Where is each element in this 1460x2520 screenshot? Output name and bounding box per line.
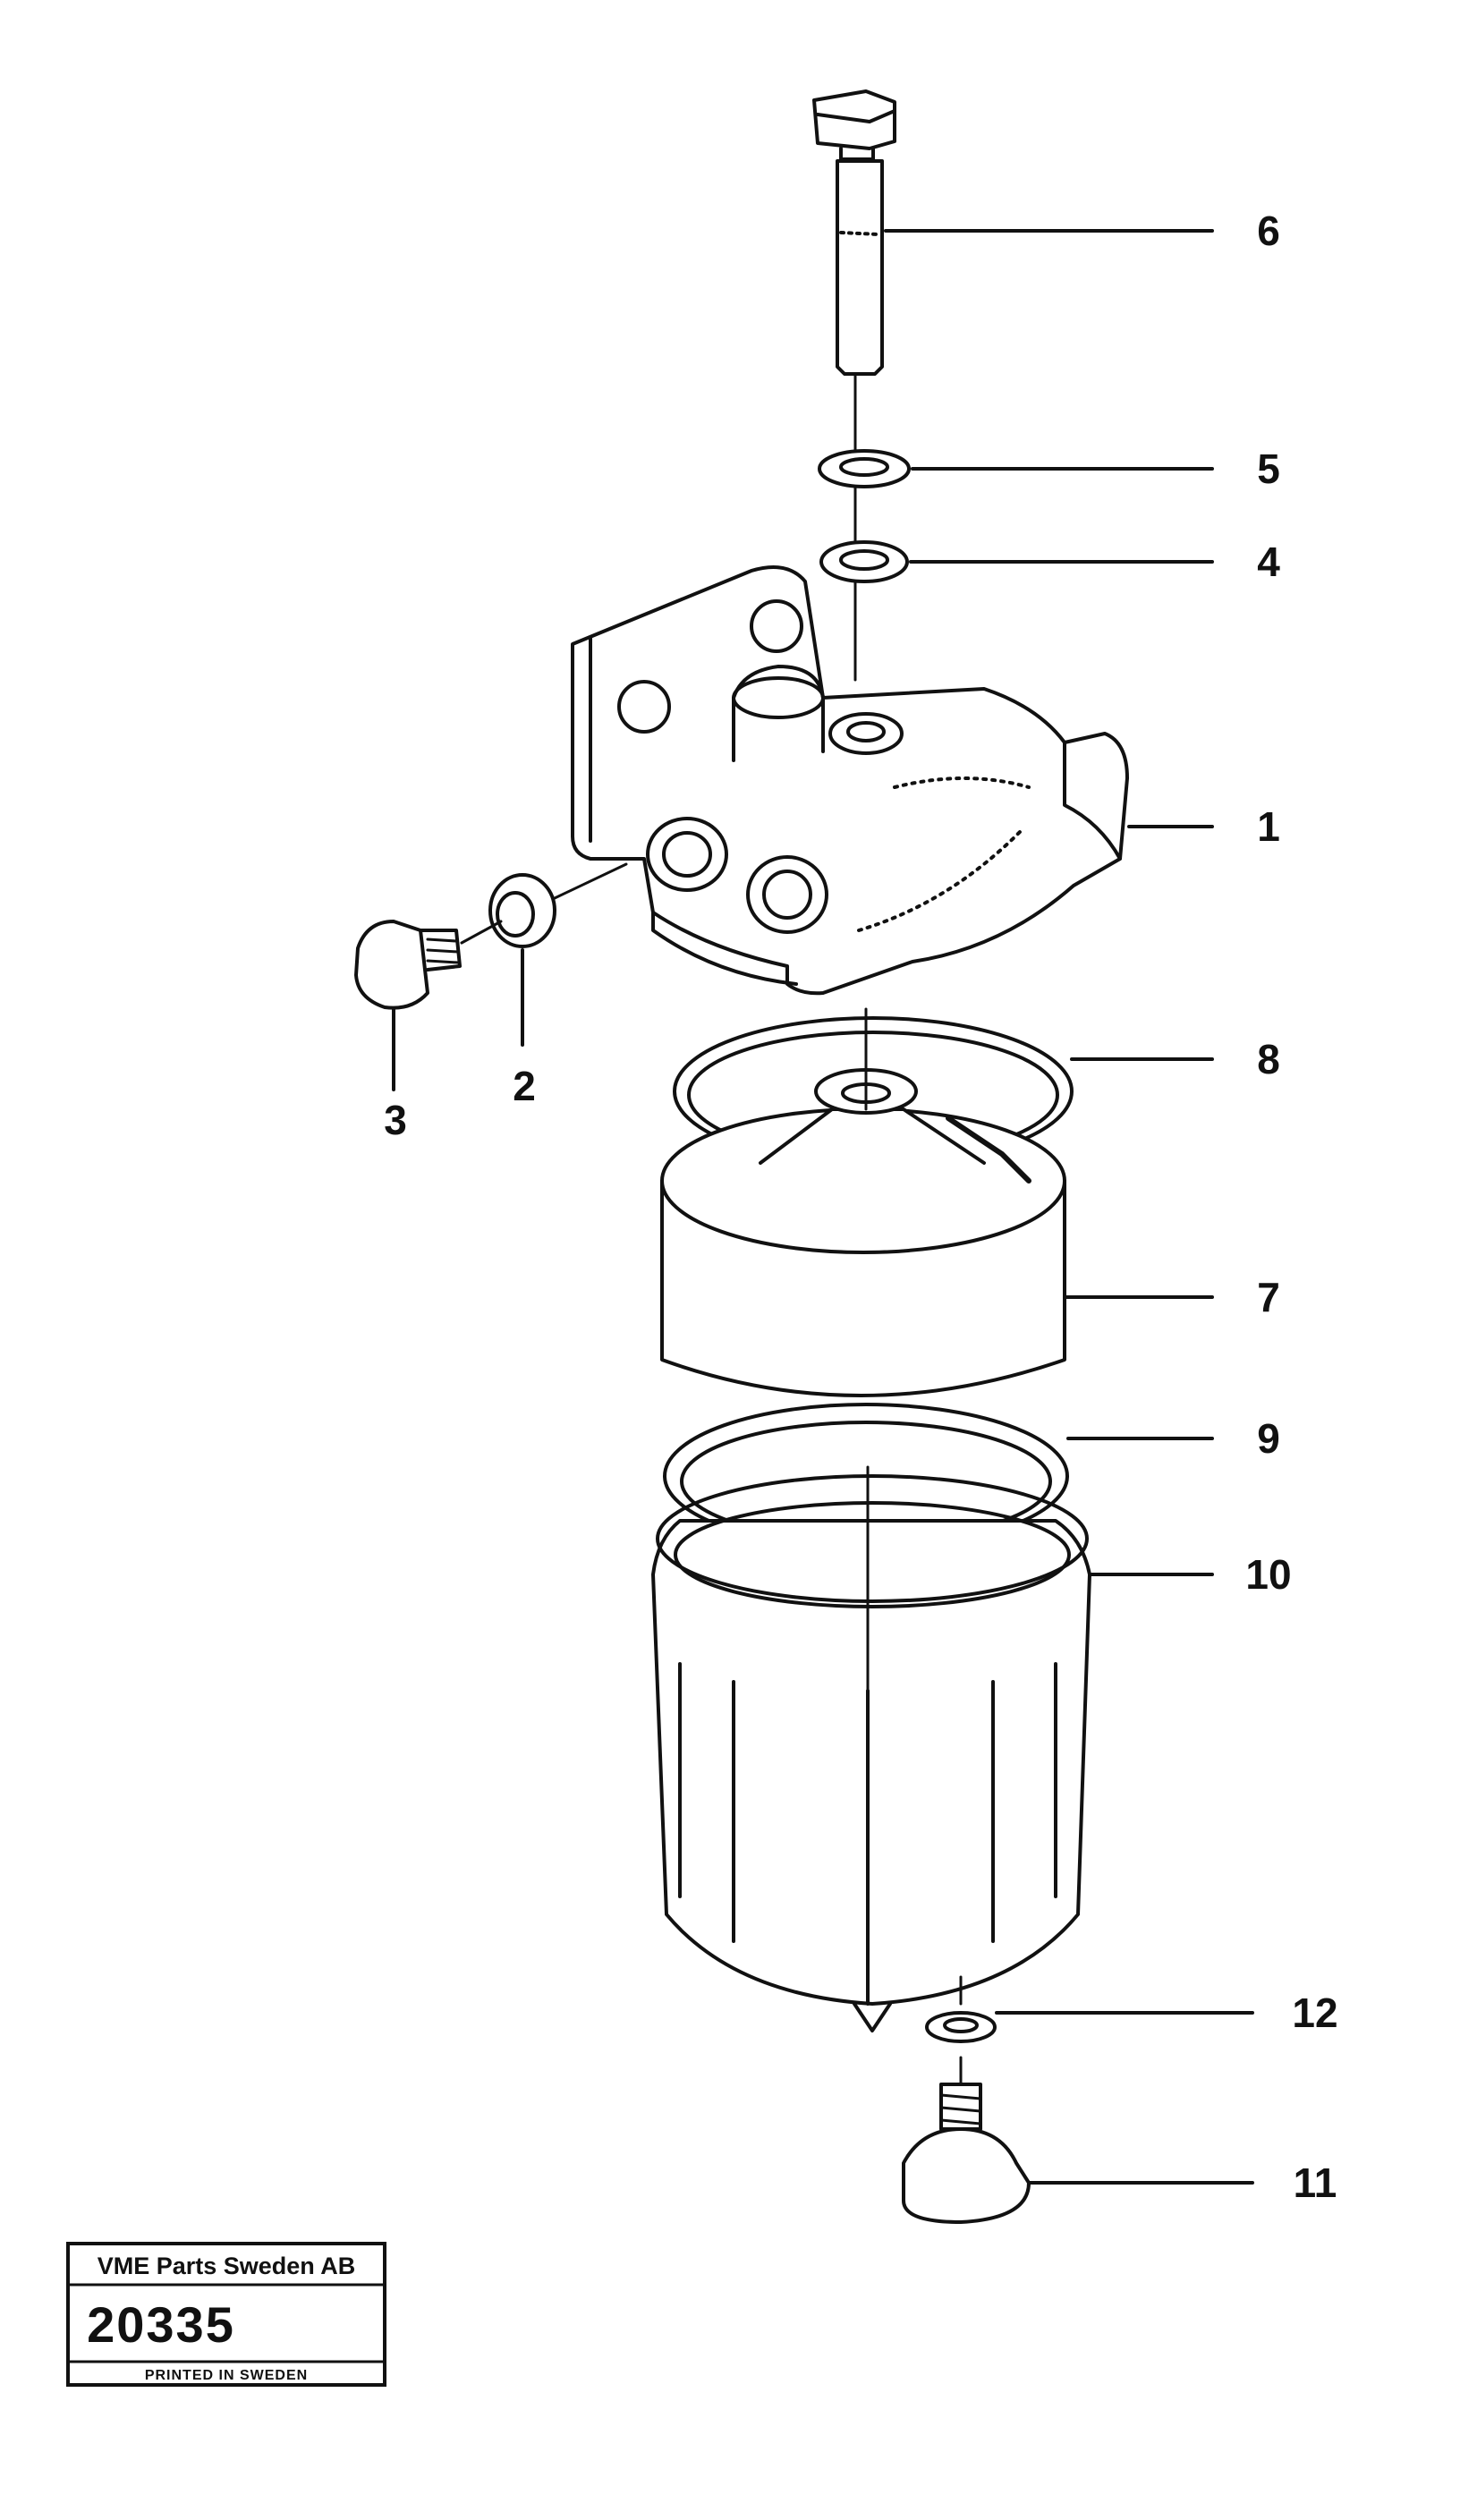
washer-part — [925, 1975, 997, 2043]
callout-5: 5 — [1257, 445, 1280, 492]
seal-ring-part — [488, 873, 556, 948]
callout-2: 2 — [513, 1063, 536, 1109]
callout-9: 9 — [1257, 1415, 1280, 1462]
callout-11: 11 — [1294, 2159, 1337, 2206]
stamp-footer: PRINTED IN SWEDEN — [145, 2368, 308, 2383]
publisher-stamp: VME Parts Sweden AB 20335 PRINTED IN SWE… — [66, 2242, 386, 2387]
callout-3: 3 — [384, 1097, 407, 1143]
filter-head-part — [571, 565, 1129, 996]
callout-12: 12 — [1292, 1990, 1337, 2036]
callout-4: 4 — [1257, 539, 1280, 585]
stamp-company: VME Parts Sweden AB — [98, 2253, 356, 2279]
callout-7: 7 — [1257, 1274, 1280, 1320]
callout-6: 6 — [1257, 208, 1280, 254]
washer-part — [819, 540, 909, 583]
leader-lines — [392, 229, 1254, 2185]
callout-10: 10 — [1245, 1551, 1291, 1598]
plug-part — [354, 862, 628, 1010]
filter-bowl-part — [651, 1465, 1091, 2032]
callout-8: 8 — [1257, 1036, 1280, 1082]
filter-element-part — [660, 1007, 1066, 1397]
stamp-drawing-number: 20335 — [87, 2296, 235, 2353]
bolt-part — [812, 89, 896, 682]
drain-screw-part — [902, 2056, 1031, 2224]
washer-part — [818, 449, 911, 488]
callout-1: 1 — [1257, 803, 1280, 850]
